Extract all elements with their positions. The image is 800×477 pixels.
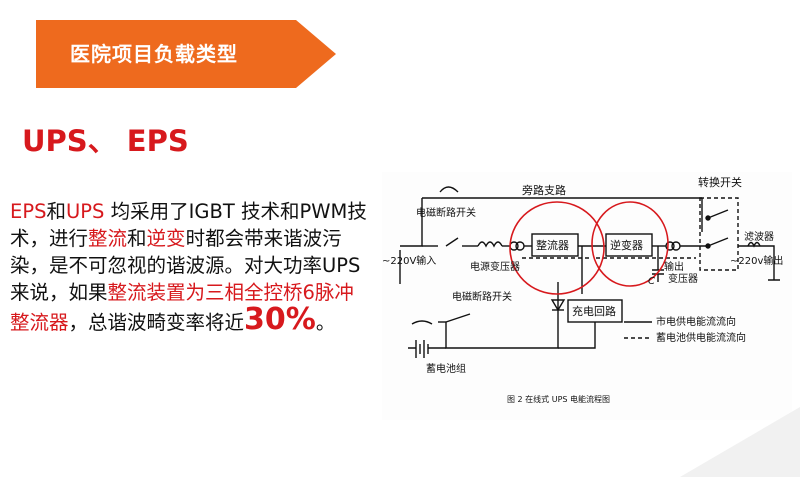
mag-switch-top-arc (439, 186, 459, 193)
switch-blade-bottom (445, 313, 471, 323)
label-power-transformer: 电源变压器 (470, 260, 520, 273)
label-inverter: 逆变器 (610, 238, 643, 252)
text-segment: 和 (127, 227, 147, 250)
decorative-corner (680, 407, 800, 477)
label-transfer-switch: 转换开关 (698, 175, 742, 189)
label-mag-switch-top: 电磁断路开关 (416, 206, 476, 219)
diagram-caption: 图 2 在线式 UPS 电能流程图 (507, 394, 610, 404)
label-charging: 充电回路 (572, 304, 616, 318)
banner-arrow-tip (296, 20, 336, 88)
inverter-highlight-circle (591, 201, 669, 287)
text-segment: 。 (315, 311, 336, 334)
description-paragraph: EPS和UPS 均采用了IGBT 技术和PWM技术，进行整流和逆变时都会带来谐波… (10, 198, 370, 336)
mag-switch-bottom-arc (411, 320, 433, 325)
inductor (477, 241, 503, 248)
label-output: ~220v输出 (730, 254, 783, 267)
rectifier-highlight-circle (509, 201, 605, 295)
text-eps: EPS (10, 200, 47, 223)
title-banner (36, 20, 296, 88)
label-filter: 滤波器 (744, 230, 774, 243)
section-heading: UPS、 EPS (22, 124, 189, 158)
text-segment: 和 (46, 200, 66, 223)
text-thd-percent: 30% (244, 302, 316, 337)
filter-coil (747, 241, 761, 248)
output-wire (738, 245, 775, 272)
label-output-transformer-2: 变压器 (668, 272, 698, 285)
input-to-bypass (400, 198, 423, 247)
text-invert: 逆变 (146, 227, 186, 250)
label-bypass: 旁路支路 (522, 183, 566, 197)
label-output-transformer-1: 输出 (664, 260, 684, 273)
legend-mains: 市电供电能流流向 (656, 315, 736, 328)
label-battery: 蓄电池组 (426, 362, 466, 375)
text-rectifier-type: 整流装置为三相全控桥6脉冲整流器 (10, 281, 354, 334)
text-segment: 均采用了IGBT 技术和PWM技术，进行 (10, 200, 367, 250)
ups-flow-diagram: 旁路支路 转换开关 电磁断路开关 ~220V输入 整流器 逆变器 滤波器 ~22… (382, 172, 792, 420)
text-segment: 时都会带来谐波污染，是不可忽视的谐波源。对大功率UPS来说，如果 (10, 227, 361, 304)
text-segment: ，总谐波畸变率将近 (68, 311, 245, 334)
switch-blade (445, 237, 459, 247)
label-mag-switch-bottom: 电磁断路开关 (452, 290, 512, 303)
rectifier-box (531, 233, 579, 257)
inverter-box (605, 233, 653, 257)
label-capacitor: C (648, 276, 655, 287)
ups-circuit-svg: 旁路支路 转换开关 电磁断路开关 ~220V输入 整流器 逆变器 滤波器 ~22… (382, 175, 783, 404)
text-rectify: 整流 (88, 227, 128, 250)
battery-cells (415, 340, 429, 358)
label-input: ~220V输入 (382, 254, 436, 267)
page-title: 医院项目负载类型 (70, 42, 238, 66)
label-rectifier: 整流器 (536, 238, 569, 252)
transfer-switch-box (699, 197, 739, 271)
legend-battery: 蓄电池供电能流流向 (656, 331, 746, 344)
text-ups: UPS (65, 200, 105, 223)
